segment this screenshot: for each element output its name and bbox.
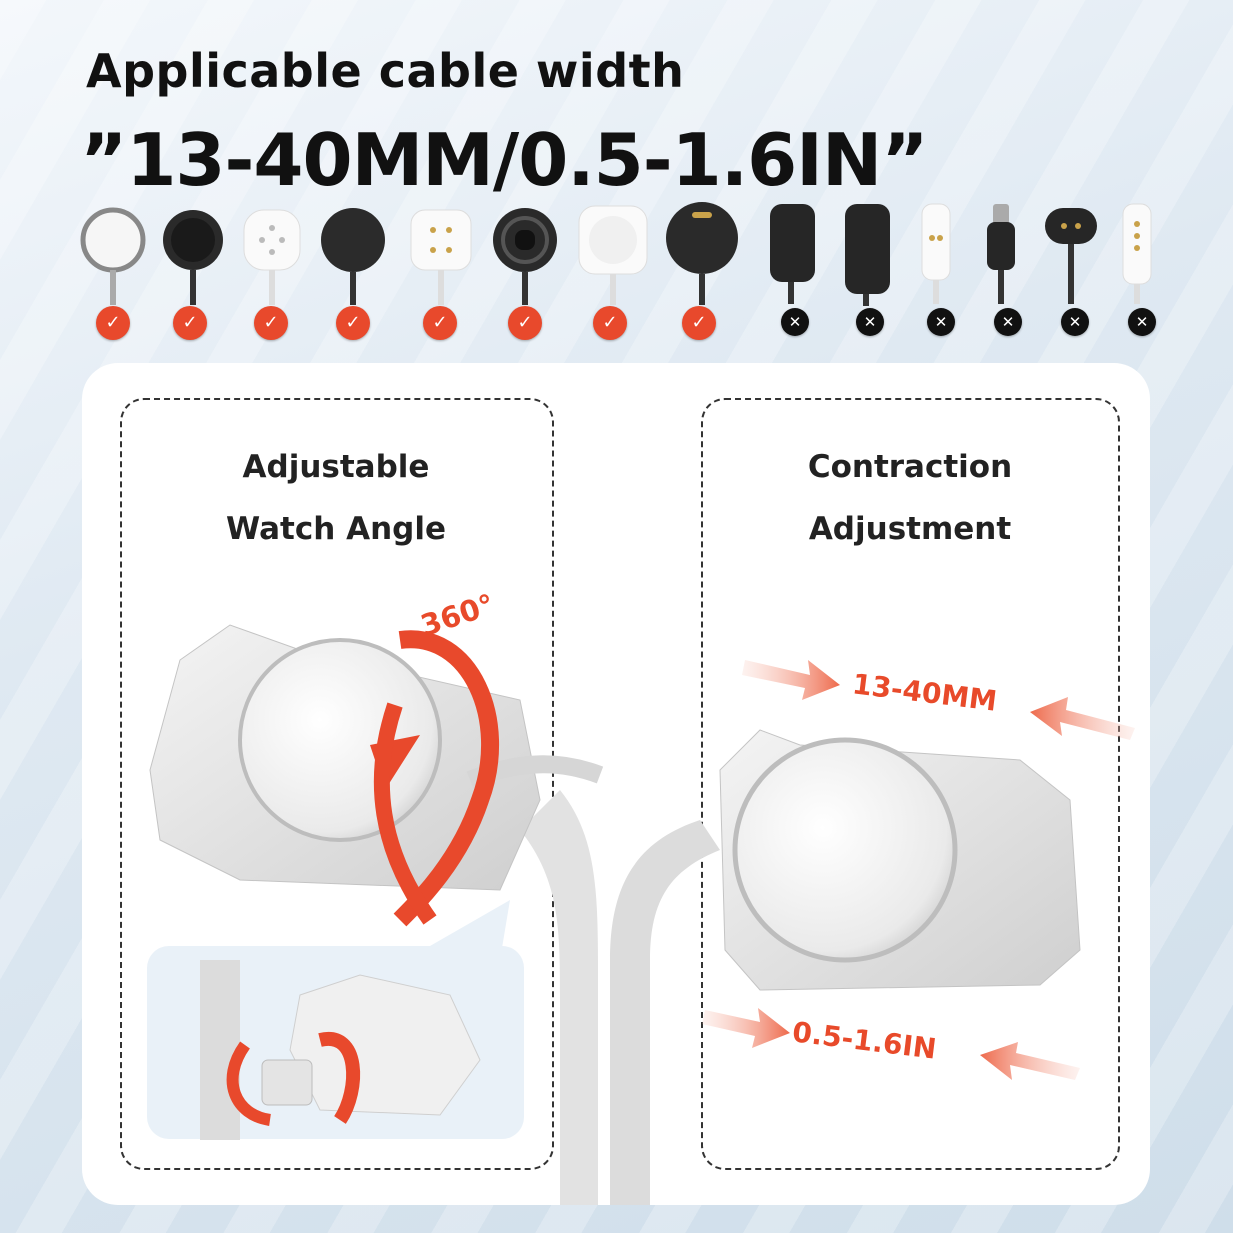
white-square-pin-charger-icon: ✓ bbox=[405, 200, 475, 340]
black-ring-charger-icon: ✓ bbox=[490, 200, 560, 340]
cable-width-spec: ”13-40MM/0.5-1.6IN” bbox=[80, 118, 929, 202]
check-icon: ✓ bbox=[254, 306, 288, 340]
black-magnetic-clip-icon: ✕ bbox=[1040, 200, 1110, 340]
white-pin-charger-icon: ✓ bbox=[236, 200, 306, 340]
cross-icon: ✕ bbox=[856, 308, 884, 336]
check-icon: ✓ bbox=[423, 306, 457, 340]
white-square-charger-icon: ✓ bbox=[575, 200, 648, 340]
charger-compatibility-row: ✓ ✓ ✓ ✓ ✓ ✓ ✓ ✓ ✕ ✕ ✕ ✕ ✕ ✕ bbox=[60, 200, 1190, 340]
contraction-title-line2: Adjustment bbox=[808, 511, 1012, 547]
contraction-title: Contraction Adjustment bbox=[701, 436, 1119, 560]
page-title: Applicable cable width bbox=[86, 44, 685, 98]
adjustable-angle-title-line1: Adjustable bbox=[242, 449, 430, 485]
check-icon: ✓ bbox=[508, 306, 542, 340]
usb-c-plug-icon: ✕ bbox=[973, 200, 1043, 340]
left-holder bbox=[149, 624, 604, 927]
black-tall-rect-charger-icon: ✕ bbox=[835, 200, 905, 340]
cross-icon: ✕ bbox=[781, 308, 809, 336]
left-stem bbox=[520, 790, 599, 1205]
cross-icon: ✕ bbox=[1128, 308, 1156, 336]
cross-icon: ✕ bbox=[1061, 308, 1089, 336]
black-round-charger-icon: ✓ bbox=[318, 200, 388, 340]
knob-detail-inset bbox=[147, 900, 524, 1140]
adjustable-angle-title-line2: Watch Angle bbox=[226, 511, 446, 547]
cross-icon: ✕ bbox=[994, 308, 1022, 336]
silver-puck-charger-icon: ✓ bbox=[78, 200, 148, 340]
check-icon: ✓ bbox=[682, 306, 716, 340]
check-icon: ✓ bbox=[173, 306, 207, 340]
contraction-panel bbox=[701, 398, 1120, 1170]
adjustable-angle-title: Adjustable Watch Angle bbox=[120, 436, 552, 560]
contraction-arrows bbox=[702, 660, 1135, 1080]
check-icon: ✓ bbox=[96, 306, 130, 340]
black-clip-charger-icon: ✓ bbox=[155, 200, 225, 340]
cross-icon: ✕ bbox=[927, 308, 955, 336]
white-pin-clip-icon: ✕ bbox=[906, 200, 976, 340]
check-icon: ✓ bbox=[336, 306, 370, 340]
contraction-title-line1: Contraction bbox=[807, 449, 1013, 485]
right-stem bbox=[610, 820, 720, 1205]
check-icon: ✓ bbox=[593, 306, 627, 340]
black-large-round-charger-icon: ✓ bbox=[664, 200, 738, 340]
right-holder bbox=[719, 729, 1081, 991]
black-rect-charger-icon: ✕ bbox=[760, 200, 830, 340]
adjustable-angle-panel bbox=[120, 398, 554, 1170]
white-pogo-pin-icon: ✕ bbox=[1107, 200, 1177, 340]
